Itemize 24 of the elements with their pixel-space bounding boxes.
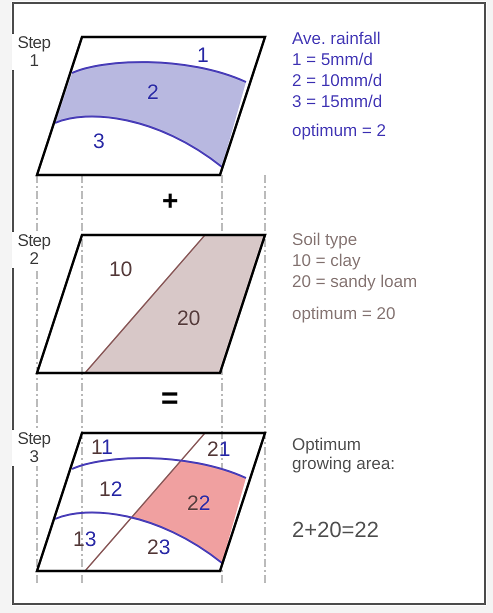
zone-number: 21 [207, 439, 230, 460]
legend-text: 20 = sandy loam [292, 273, 418, 292]
legend-text: 1 = 5mm/d [292, 51, 373, 70]
zone-number: 23 [147, 537, 170, 558]
zone-number: 1 [197, 45, 209, 66]
legend-text: optimum = 20 [292, 305, 396, 324]
legend-text: 2 = 10mm/d [292, 72, 382, 91]
zone-number: 3 [93, 131, 105, 152]
legend-text: Ave. rainfall [292, 30, 381, 49]
legend-text: Optimum growing area: [292, 436, 396, 474]
zone-number: 11 [91, 437, 113, 458]
legend-text: 10 = clay [292, 252, 361, 271]
legend-text: 3 = 15mm/d [292, 93, 382, 112]
zone-number: 10 [109, 259, 132, 280]
legend-text: optimum = 2 [292, 122, 386, 141]
zone-number: 12 [99, 479, 122, 500]
zone-number: 13 [73, 529, 96, 550]
zone-number: 22 [187, 493, 210, 514]
operator-symbol: = [161, 382, 179, 415]
zone-number: 2 [147, 82, 159, 103]
zone-number: 20 [177, 308, 200, 329]
equation: 2+20=22 [292, 518, 379, 542]
operator-symbol: + [162, 186, 178, 217]
legend-text: Soil type [292, 231, 358, 250]
